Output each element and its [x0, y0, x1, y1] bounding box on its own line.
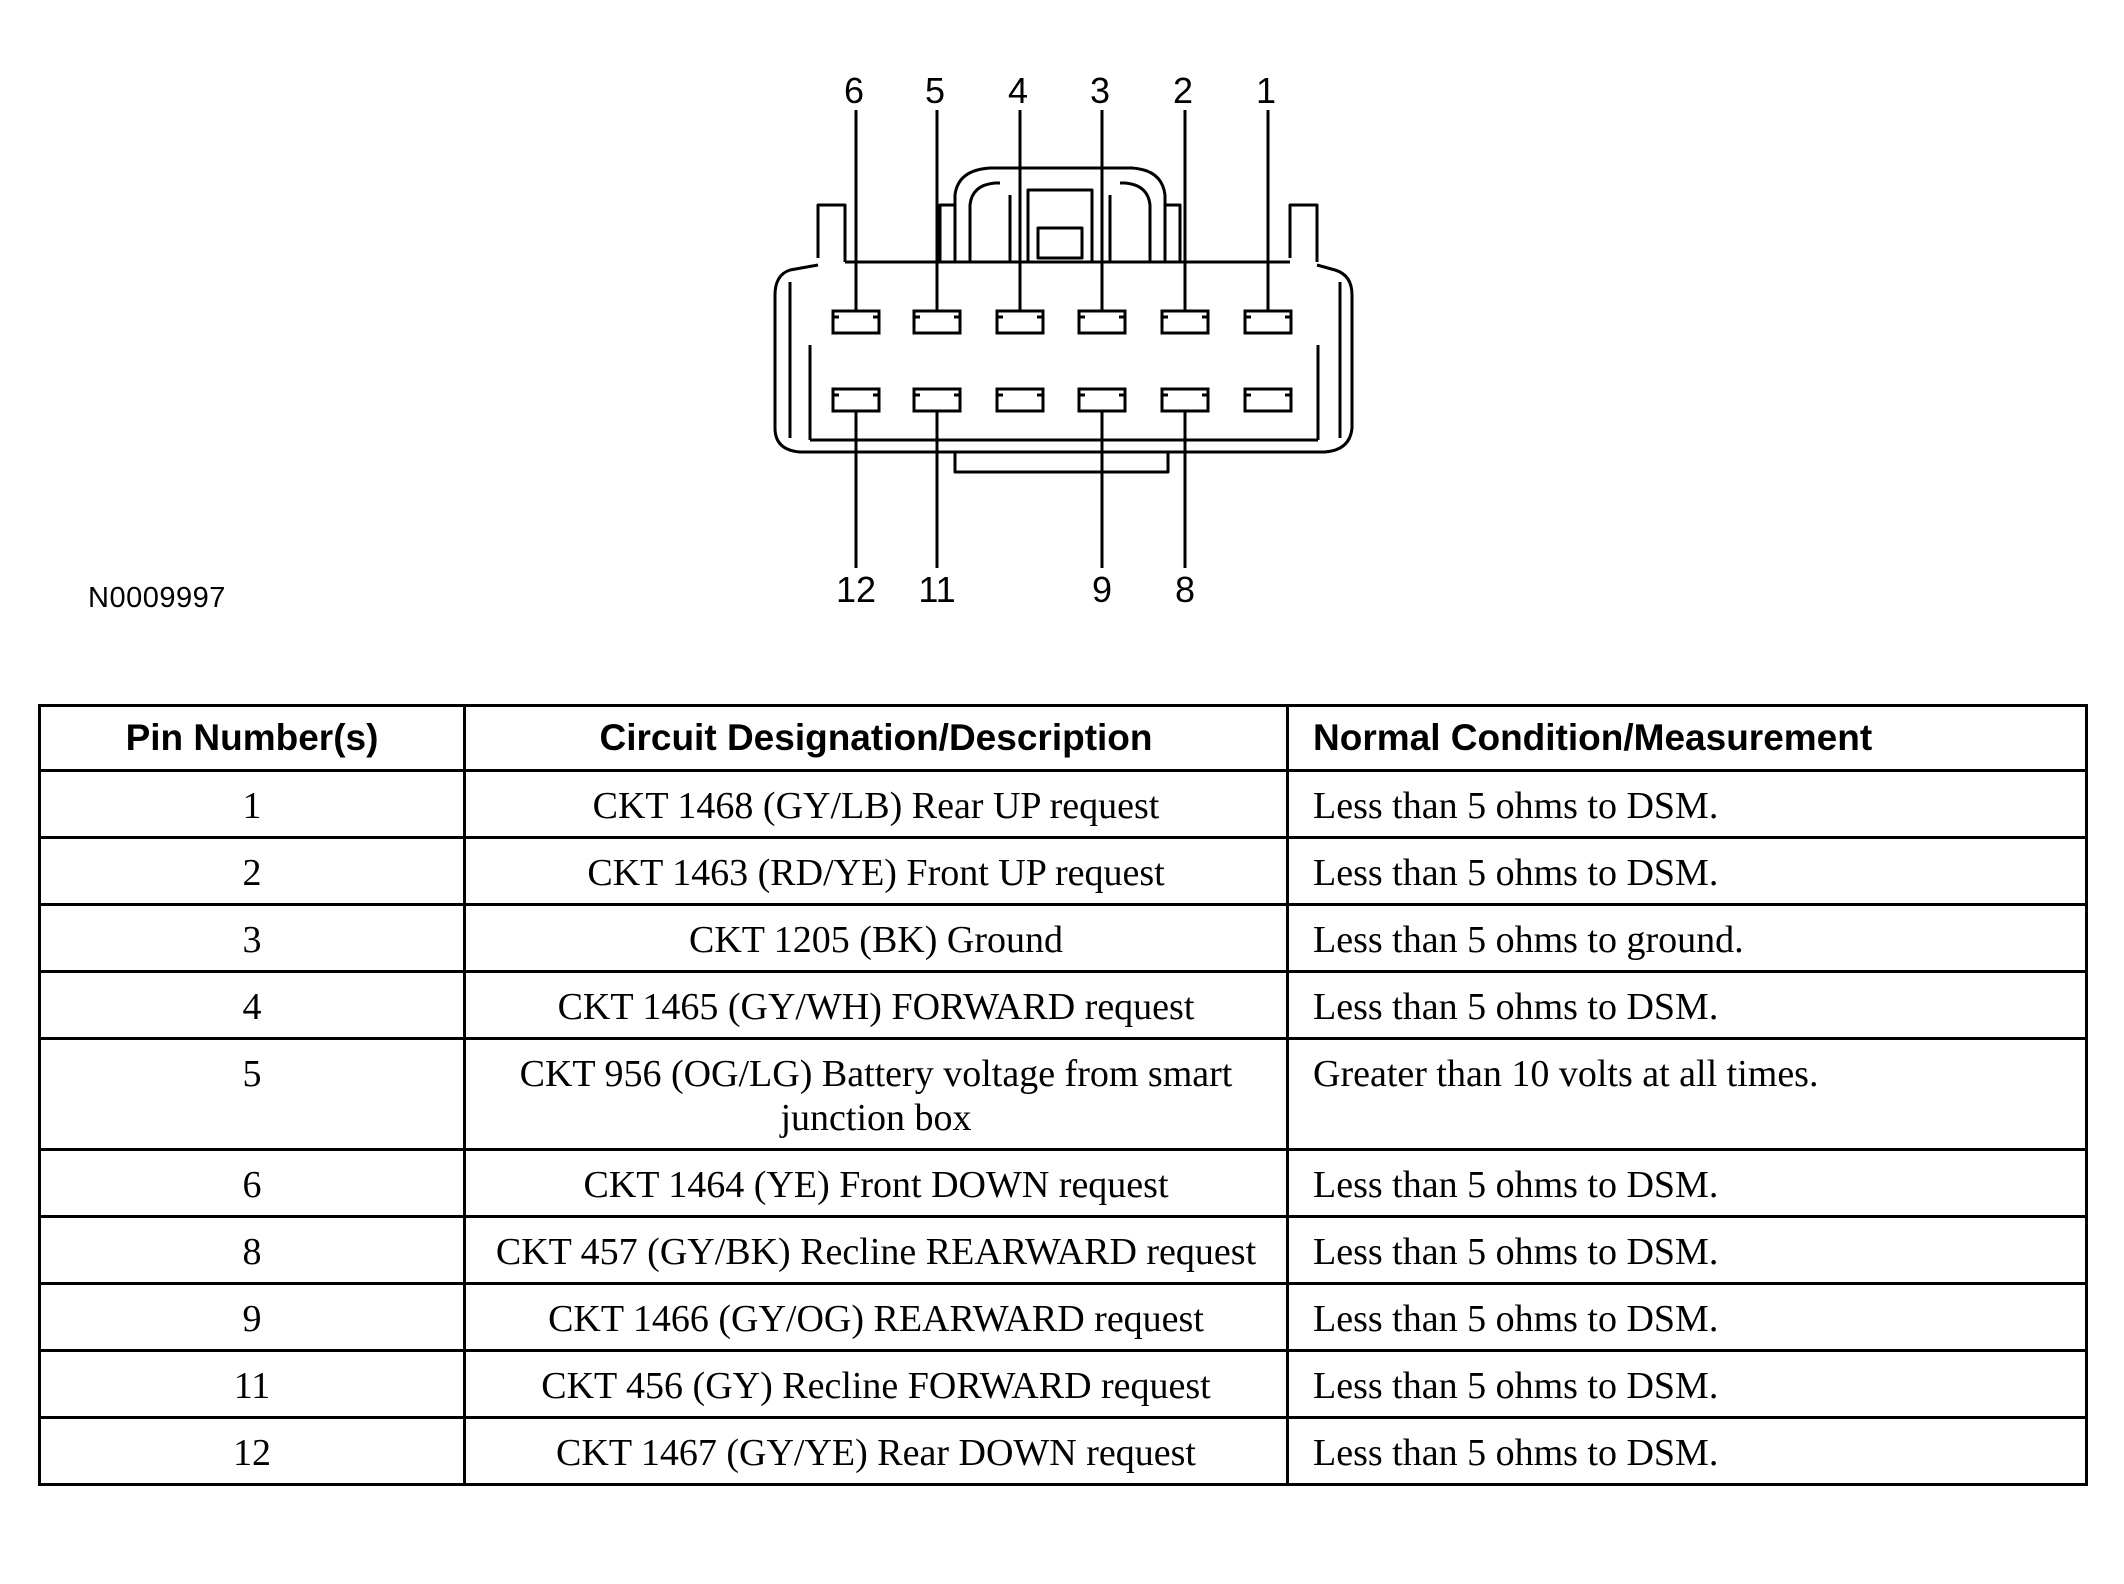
- figure-id: N0009997: [88, 582, 226, 614]
- pin-cavity: [1243, 309, 1293, 335]
- pin-label-4: 4: [1008, 70, 1028, 111]
- table-row: 8 CKT 457 (GY/BK) Recline REARWARD reque…: [38, 1215, 2088, 1285]
- table-row: 1 CKT 1468 (GY/LB) Rear UP request Less …: [38, 769, 2088, 839]
- cell-condition: Less than 5 ohms to DSM.: [1286, 1416, 2088, 1486]
- cell-condition: Less than 5 ohms to DSM.: [1286, 769, 2088, 839]
- table-row: 5 CKT 956 (OG/LG) Battery voltage from s…: [38, 1037, 2088, 1151]
- pin-cavity: [995, 309, 1045, 335]
- cell-condition: Greater than 10 volts at all times.: [1286, 1037, 2088, 1151]
- pin-cavity: [831, 387, 881, 413]
- pin-cavity: [1077, 309, 1127, 335]
- table-row: 6 CKT 1464 (YE) Front DOWN request Less …: [38, 1148, 2088, 1218]
- connector-diagram: 6 5 4 3 2 1 12 11 9 8: [773, 70, 1354, 610]
- pin-label-11: 11: [918, 569, 955, 610]
- cell-circuit: CKT 1465 (GY/WH) FORWARD request: [463, 970, 1289, 1040]
- pin-label-3: 3: [1090, 70, 1110, 111]
- pin-cavity: [1243, 387, 1293, 413]
- cell-pin: 3: [38, 903, 466, 973]
- cell-condition: Less than 5 ohms to ground.: [1286, 903, 2088, 973]
- header-pin-numbers: Pin Number(s): [38, 704, 466, 772]
- cell-circuit: CKT 1468 (GY/LB) Rear UP request: [463, 769, 1289, 839]
- pin-label-6: 6: [844, 70, 864, 111]
- cell-circuit: CKT 457 (GY/BK) Recline REARWARD request: [463, 1215, 1289, 1285]
- connector-bottom-rib: [953, 452, 1170, 474]
- cell-pin: 6: [38, 1148, 466, 1218]
- cell-condition: Less than 5 ohms to DSM.: [1286, 836, 2088, 906]
- table-row: 2 CKT 1463 (RD/YE) Front UP request Less…: [38, 836, 2088, 906]
- cell-condition: Less than 5 ohms to DSM.: [1286, 970, 2088, 1040]
- pin-cavity: [1160, 387, 1210, 413]
- cell-circuit: CKT 1464 (YE) Front DOWN request: [463, 1148, 1289, 1218]
- pinout-table: Pin Number(s) Circuit Designation/Descri…: [38, 704, 2088, 1486]
- cell-pin: 8: [38, 1215, 466, 1285]
- pin-cavity: [831, 309, 881, 335]
- pin-cavity: [995, 387, 1045, 413]
- cell-circuit: CKT 1467 (GY/YE) Rear DOWN request: [463, 1416, 1289, 1486]
- connector-body-inner: [788, 282, 1342, 438]
- header-condition: Normal Condition/Measurement: [1286, 704, 2088, 772]
- connector-body-outline: [773, 203, 1354, 454]
- table-row: 11 CKT 456 (GY) Recline FORWARD request …: [38, 1349, 2088, 1419]
- pin-label-9: 9: [1092, 569, 1112, 610]
- cell-pin: 2: [38, 836, 466, 906]
- cell-circuit: CKT 956 (OG/LG) Battery voltage from sma…: [463, 1037, 1289, 1151]
- table-row: 3 CKT 1205 (BK) Ground Less than 5 ohms …: [38, 903, 2088, 973]
- cell-condition: Less than 5 ohms to DSM.: [1286, 1349, 2088, 1419]
- pin-cavity: [1160, 309, 1210, 335]
- pin-label-12: 12: [836, 569, 876, 610]
- pin-cavity: [912, 387, 962, 413]
- pin-cavity: [912, 309, 962, 335]
- cell-pin: 11: [38, 1349, 466, 1419]
- cell-pin: 4: [38, 970, 466, 1040]
- cell-condition: Less than 5 ohms to DSM.: [1286, 1215, 2088, 1285]
- cell-pin: 12: [38, 1416, 466, 1486]
- cell-pin: 5: [38, 1037, 466, 1151]
- cell-condition: Less than 5 ohms to DSM.: [1286, 1282, 2088, 1352]
- pin-label-2: 2: [1173, 70, 1193, 111]
- pin-label-1: 1: [1256, 70, 1276, 111]
- cell-circuit: CKT 1466 (GY/OG) REARWARD request: [463, 1282, 1289, 1352]
- table-row: 12 CKT 1467 (GY/YE) Rear DOWN request Le…: [38, 1416, 2088, 1486]
- cell-pin: 9: [38, 1282, 466, 1352]
- cell-circuit: CKT 1463 (RD/YE) Front UP request: [463, 836, 1289, 906]
- pin-cavity: [1077, 387, 1127, 413]
- cell-pin: 1: [38, 769, 466, 839]
- pin-label-5: 5: [925, 70, 945, 111]
- connector-lock-tab: [953, 166, 1167, 262]
- table-row: 9 CKT 1466 (GY/OG) REARWARD request Less…: [38, 1282, 2088, 1352]
- cell-circuit: CKT 456 (GY) Recline FORWARD request: [463, 1349, 1289, 1419]
- header-circuit: Circuit Designation/Description: [463, 704, 1289, 772]
- cell-condition: Less than 5 ohms to DSM.: [1286, 1148, 2088, 1218]
- pin-label-8: 8: [1175, 569, 1195, 610]
- cell-circuit: CKT 1205 (BK) Ground: [463, 903, 1289, 973]
- table-row: 4 CKT 1465 (GY/WH) FORWARD request Less …: [38, 970, 2088, 1040]
- table-header-row: Pin Number(s) Circuit Designation/Descri…: [38, 704, 2088, 772]
